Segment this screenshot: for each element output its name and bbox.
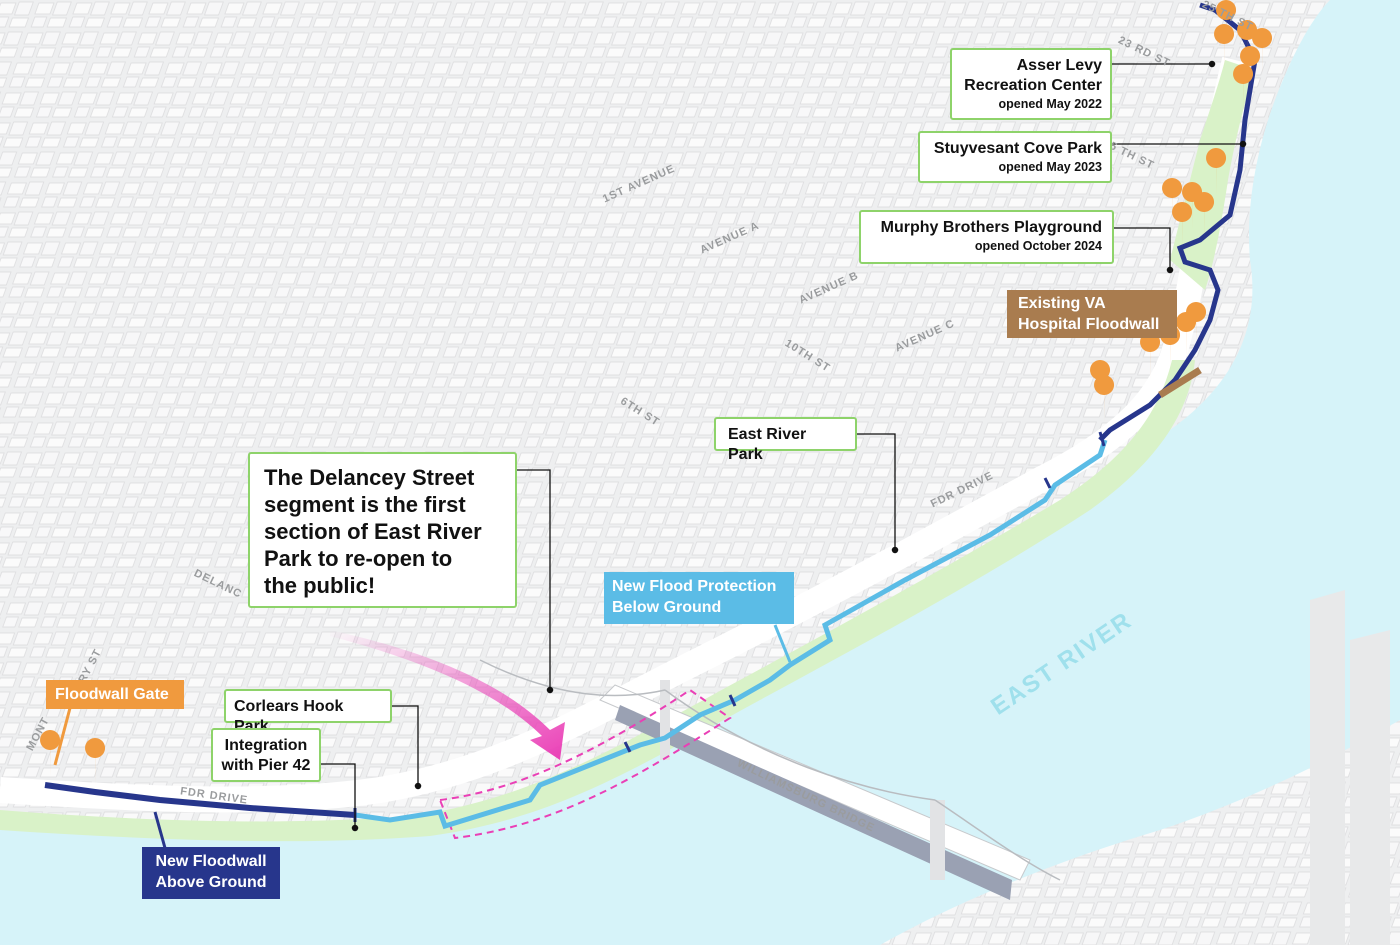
delancey-line-5: the public! bbox=[264, 573, 376, 598]
pier42-line-1: Integration bbox=[224, 737, 308, 754]
asser-levy-title-1: Asser Levy bbox=[1016, 57, 1102, 74]
pier42-line-2: with Pier 42 bbox=[221, 757, 311, 774]
floodwall-above-ground bbox=[44, 782, 356, 818]
asser-levy-opened: opened May 2022 bbox=[998, 97, 1102, 111]
callout-murphy-brothers: Murphy Brothers Playground opened Octobe… bbox=[859, 210, 1114, 264]
va-line-1: Existing VA bbox=[1018, 295, 1106, 312]
flood-below-line-2: Below Ground bbox=[612, 599, 722, 616]
delancey-line-4: Park to re-open to bbox=[264, 546, 453, 571]
tag-floodwall-gate: Floodwall Gate bbox=[46, 680, 184, 709]
east-river-park-label: East River Park bbox=[728, 426, 807, 463]
callout-asser-levy: Asser Levy Recreation Center opened May … bbox=[950, 48, 1112, 120]
floodwall-above-line-2: Above Ground bbox=[155, 874, 267, 891]
va-hospital-floodwall bbox=[1158, 367, 1202, 398]
asser-levy-title-2: Recreation Center bbox=[964, 77, 1102, 94]
delancey-line-2: segment is the first bbox=[264, 492, 466, 517]
va-line-2: Hospital Floodwall bbox=[1018, 316, 1160, 333]
tag-new-floodwall-above-ground: New Floodwall Above Ground bbox=[142, 847, 280, 899]
stuyvesant-title: Stuyvesant Cove Park bbox=[933, 140, 1102, 157]
callout-east-river-park: East River Park bbox=[714, 417, 857, 463]
floodwall-above-line-1: New Floodwall bbox=[155, 853, 267, 870]
park-strip-north bbox=[1170, 60, 1255, 290]
flood-below-line-1: New Flood Protection bbox=[612, 578, 777, 595]
tag-new-flood-protection-below-ground: New Flood Protection Below Ground bbox=[604, 572, 794, 624]
delancey-segment-outline bbox=[438, 688, 732, 840]
floodwall-gate-label: Floodwall Gate bbox=[55, 686, 169, 703]
murphy-title: Murphy Brothers Playground bbox=[880, 219, 1102, 236]
murphy-opened: opened October 2024 bbox=[974, 239, 1102, 253]
delancey-line-3: section of East River bbox=[264, 519, 482, 544]
callout-stuyvesant-cove: Stuyvesant Cove Park opened May 2023 bbox=[918, 131, 1112, 183]
brooklyn-towers bbox=[1310, 590, 1390, 945]
flood-protection-below-ground bbox=[354, 439, 1108, 830]
stuyvesant-opened: opened May 2023 bbox=[998, 160, 1102, 174]
tag-va-hospital-floodwall: Existing VA Hospital Floodwall bbox=[1007, 290, 1177, 338]
delancey-arrow bbox=[330, 630, 565, 760]
delancey-line-1: The Delancey Street bbox=[264, 465, 475, 490]
williamsburg-bridge bbox=[479, 659, 1061, 900]
callout-delancey-street: The Delancey Street segment is the first… bbox=[248, 452, 517, 608]
callout-corlears-hook-park: Corlears Hook Park bbox=[224, 689, 392, 735]
callout-leaders bbox=[53, 60, 1247, 849]
callout-pier-42: Integration with Pier 42 bbox=[211, 728, 321, 782]
